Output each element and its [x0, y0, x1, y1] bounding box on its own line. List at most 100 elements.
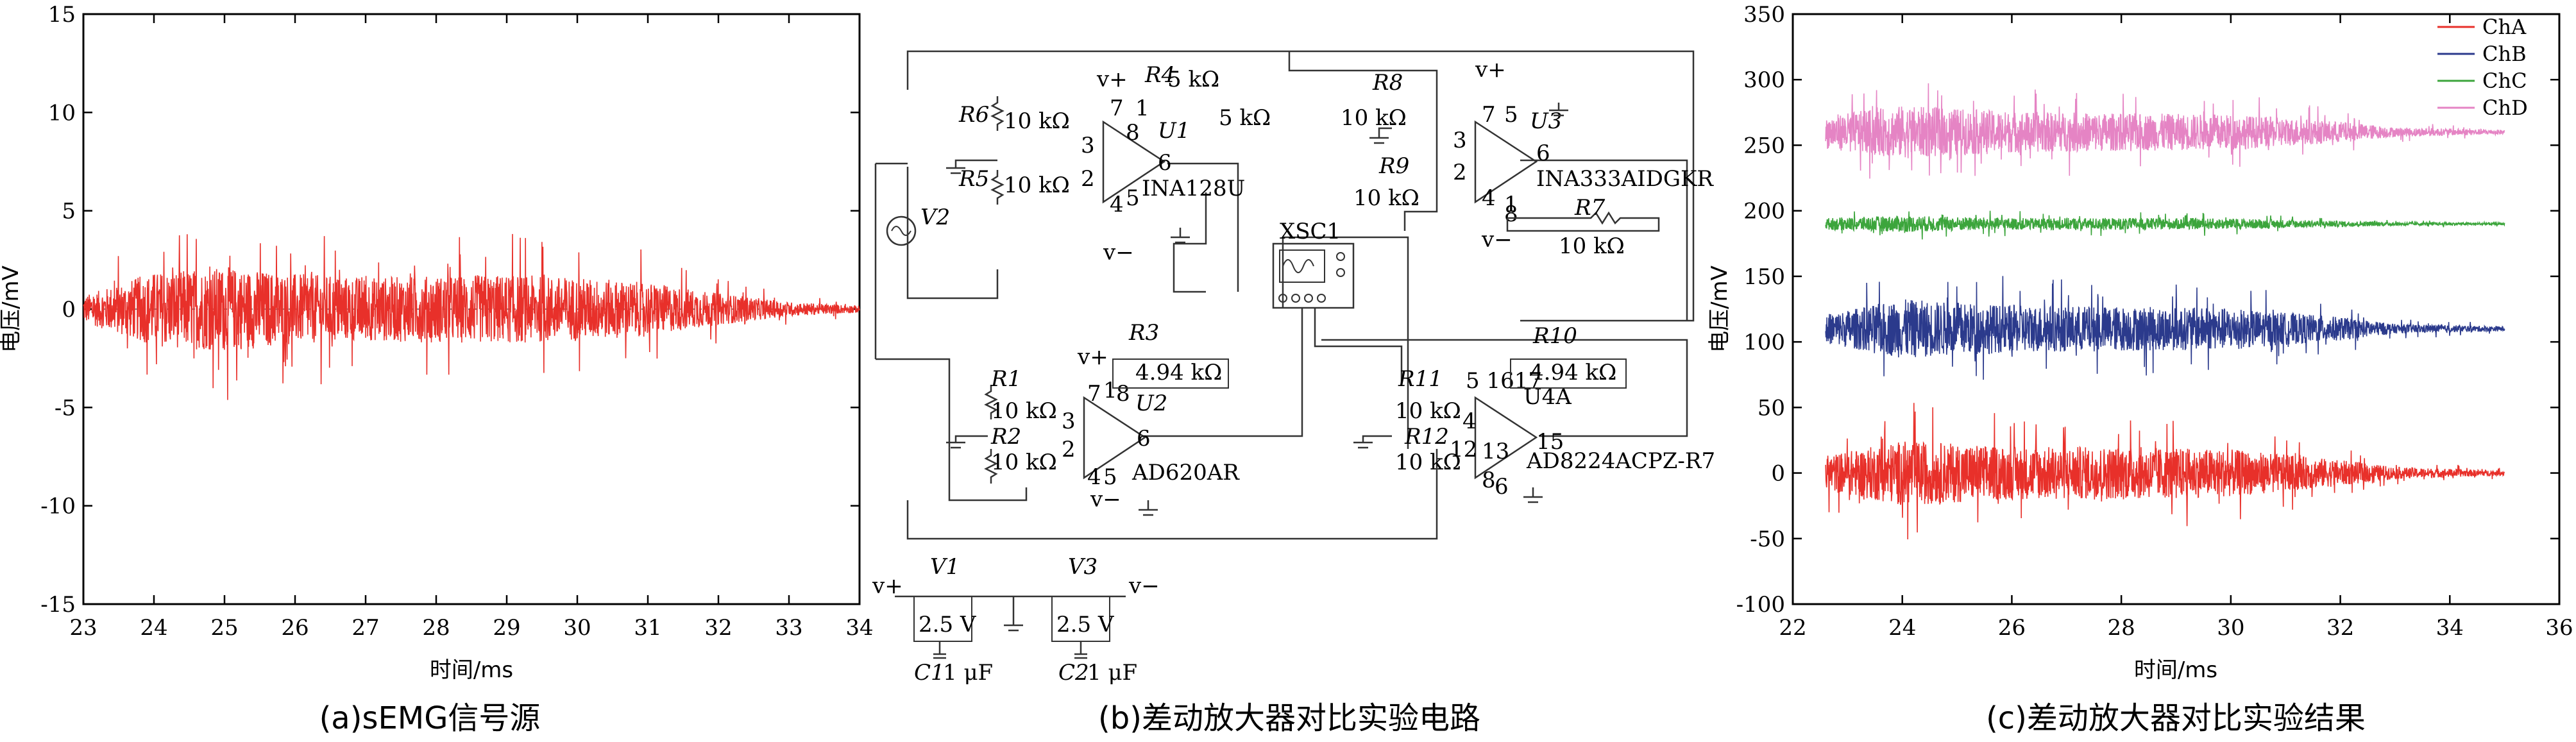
oscilloscope-wave-icon [1282, 259, 1314, 273]
oscilloscope-screen [1279, 249, 1325, 283]
label-ina333: INA333AIDGKR [1536, 166, 1714, 192]
chart-c-ytick-label: -50 [1750, 527, 1785, 552]
value-r2: 10 kΩ [991, 450, 1057, 475]
pin-u1-2: 2 [1081, 166, 1095, 192]
chart-c-ytick-label: 200 [1743, 199, 1785, 224]
resistor-r3 [1112, 358, 1229, 389]
pin-u3-8: 8 [1504, 201, 1518, 227]
pin-u2-3: 3 [1062, 409, 1076, 434]
label-r4: R4 [1144, 62, 1175, 88]
label-ina128: INA128U [1142, 176, 1245, 201]
label-c1: C1 [914, 660, 945, 686]
capacitor-c2 [1074, 641, 1087, 659]
wire-scope-bottom [1314, 308, 1403, 385]
label-r3: R3 [1128, 320, 1159, 346]
chart-c-xtick-label: 24 [1888, 615, 1916, 641]
wire-left-mid [876, 358, 1028, 502]
chart-c-ylabel: 电压/mV [1707, 266, 1733, 353]
pin-u1-8: 8 [1126, 120, 1140, 146]
label-xsc1: XSC1 [1280, 219, 1341, 244]
chart-c-series-chd [1825, 83, 2505, 179]
chart-a-xtick-label: 23 [69, 615, 97, 641]
chart-c-xtick-label: 26 [1998, 615, 2026, 641]
label-r2: R2 [990, 424, 1021, 450]
wire-ina128-out [1167, 162, 1239, 292]
pin-u4-13: 13 [1482, 439, 1509, 464]
value-c1: 1 μF [943, 660, 993, 686]
pin-u2-7: 7 [1087, 381, 1101, 407]
label-r7: R7 [1574, 195, 1606, 221]
legend-label-chd: ChD [2482, 96, 2528, 120]
label-v3: V3 [1068, 554, 1097, 580]
pin-u4-8: 8 [1482, 468, 1496, 493]
caption-b: (b)差动放大器对比实验电路 [1098, 700, 1480, 736]
chart-c-ytick-label: 0 [1771, 461, 1785, 487]
label-r11: R11 [1398, 366, 1443, 392]
chart-c-xtick-label: 36 [2545, 615, 2573, 641]
value-r4b: 5 kΩ [1219, 105, 1271, 131]
resistor-r10 [1510, 358, 1627, 389]
resistor-r7 [1506, 211, 1660, 232]
chart-a-xtick-label: 30 [563, 615, 591, 641]
chart-a-ytick-label: -10 [40, 494, 76, 519]
chart-c-xtick-label: 34 [2436, 615, 2464, 641]
chart-c-xtick-label: 32 [2326, 615, 2354, 641]
opamp-u3 [1474, 120, 1538, 204]
wire-bottom-loop [906, 449, 1438, 540]
chart-c-ytick-label: 50 [1758, 395, 1785, 421]
label-r10: R10 [1532, 323, 1577, 349]
value-r4: 5 kΩ [1167, 67, 1219, 92]
ground-left-upper [946, 159, 997, 174]
chart-a-xtick-label: 28 [422, 615, 450, 641]
pin-u4-15: 15 [1536, 429, 1564, 455]
resistor-r2 [984, 449, 998, 484]
label-ad620: AD620AR [1131, 460, 1240, 485]
chart-c-xlabel: 时间/ms [2134, 657, 2217, 683]
chart-c-ytick-label: 250 [1743, 133, 1785, 158]
wire-r8-ina333 [1403, 103, 1438, 231]
supply-u3-vplus: v+ [1475, 57, 1506, 83]
wire-top-loop [906, 50, 1695, 322]
pin-u1-4: 4 [1110, 192, 1124, 217]
pin-u2-1: 1 [1103, 378, 1117, 403]
legend-label-chc: ChC [2482, 69, 2527, 93]
pin-u1-7: 7 [1110, 96, 1124, 121]
label-u1: U1 [1158, 118, 1190, 144]
value-r9: 10 kΩ [1353, 185, 1419, 211]
supply-u1-vplus: v+ [1096, 67, 1128, 92]
chart-a-xtick-label: 24 [140, 615, 167, 641]
value-v1: 2.5 V [919, 612, 977, 637]
ground-r8r9 [1369, 127, 1392, 144]
value-r1: 10 kΩ [991, 398, 1057, 424]
pin-u3-5: 5 [1504, 102, 1518, 128]
chart-a-ytick-label: 0 [62, 297, 76, 323]
pin-u2-2: 2 [1062, 437, 1076, 462]
chart-a-xlabel: 时间/ms [430, 657, 513, 683]
value-v3: 2.5 V [1056, 612, 1115, 637]
wire-ina333-out [1520, 159, 1688, 321]
label-r5: R5 [958, 166, 989, 192]
legend-label-chb: ChB [2482, 42, 2527, 66]
chart-a-xtick-label: 34 [845, 615, 873, 641]
label-r9: R9 [1378, 153, 1409, 179]
resistor-r6 [990, 96, 1004, 131]
value-r12: 10 kΩ [1395, 450, 1461, 475]
label-r8: R8 [1372, 70, 1403, 96]
pin-u3-6: 6 [1536, 140, 1550, 166]
value-r3: 4.94 kΩ [1135, 360, 1222, 385]
value-r10: 4.94 kΩ [1530, 360, 1616, 385]
chart-c-ytick-label: 300 [1743, 67, 1785, 93]
chart-a-xtick-label: 27 [352, 615, 379, 641]
pin-u2-4: 4 [1087, 464, 1101, 490]
label-u2: U2 [1135, 391, 1167, 416]
pin-u4-6: 6 [1495, 474, 1509, 500]
capacitor-c1 [933, 641, 946, 659]
label-r12: R12 [1404, 424, 1449, 450]
pin-u3-7: 7 [1482, 102, 1496, 128]
label-c2: C2 [1058, 660, 1089, 686]
wire-left-feed [906, 167, 999, 299]
pin-u2-5: 5 [1103, 464, 1117, 490]
value-r7: 10 kΩ [1559, 233, 1625, 259]
pin-u1-3: 3 [1081, 133, 1095, 158]
v2-source [886, 215, 917, 246]
